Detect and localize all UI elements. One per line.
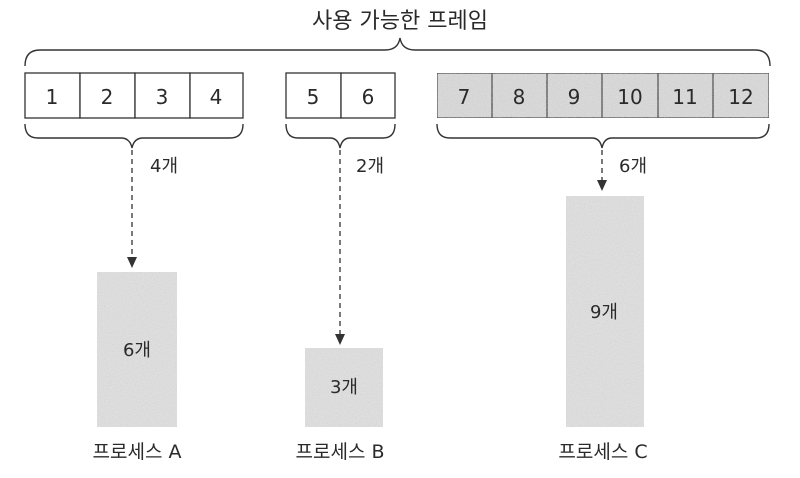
frame-number: 5 xyxy=(307,85,320,109)
frame-group-b: 5 6 xyxy=(285,72,396,119)
frame-cell xyxy=(491,72,548,119)
frame-cell xyxy=(340,72,396,119)
frame-number: 6 xyxy=(362,85,375,109)
frame-cell xyxy=(285,72,342,119)
frame-cell xyxy=(436,72,493,119)
frame-number: 3 xyxy=(156,85,169,109)
frame-number: 4 xyxy=(210,85,223,109)
allocation-label-a: 4개 xyxy=(150,156,178,177)
diagram-title: 사용 가능한 프레임 xyxy=(312,9,488,34)
arrowhead-icon xyxy=(597,180,607,191)
process-a-size: 6개 xyxy=(123,340,151,361)
process-c-size: 9개 xyxy=(590,302,618,323)
frame-number: 8 xyxy=(513,85,526,109)
frame-group-c: 7 8 9 10 11 12 xyxy=(436,72,770,119)
frame-number: 7 xyxy=(458,85,471,109)
frame-number: 1 xyxy=(46,85,59,109)
arrowhead-icon xyxy=(127,257,137,268)
frame-cell xyxy=(189,72,244,119)
process-b-block xyxy=(305,348,383,427)
frame-number: 2 xyxy=(101,85,114,109)
frame-cell xyxy=(79,72,136,119)
available-frames-brace xyxy=(24,37,771,67)
process-b-size: 3개 xyxy=(330,377,358,398)
allocation-label-c: 6개 xyxy=(619,156,647,177)
frame-number: 10 xyxy=(617,85,642,109)
process-c-name: 프로세스 C xyxy=(558,441,647,463)
process-c-block xyxy=(566,196,644,427)
group-a-brace xyxy=(24,123,244,149)
arrowhead-icon xyxy=(335,334,345,345)
process-a-name: 프로세스 A xyxy=(93,441,182,463)
allocation-label-b: 2개 xyxy=(356,156,384,177)
frame-cell xyxy=(712,72,770,119)
frame-number: 12 xyxy=(728,85,753,109)
process-b-name: 프로세스 B xyxy=(296,441,385,463)
frame-cell xyxy=(24,72,81,119)
frame-number: 9 xyxy=(568,85,581,109)
frame-number: 11 xyxy=(672,85,697,109)
frame-cell xyxy=(546,72,603,119)
group-c-brace xyxy=(436,123,770,149)
group-b-brace xyxy=(285,123,396,149)
process-a-block xyxy=(97,272,177,427)
frame-cell xyxy=(134,72,191,119)
frame-group-a: 1 2 3 4 xyxy=(24,72,244,119)
frame-cell xyxy=(601,72,659,119)
